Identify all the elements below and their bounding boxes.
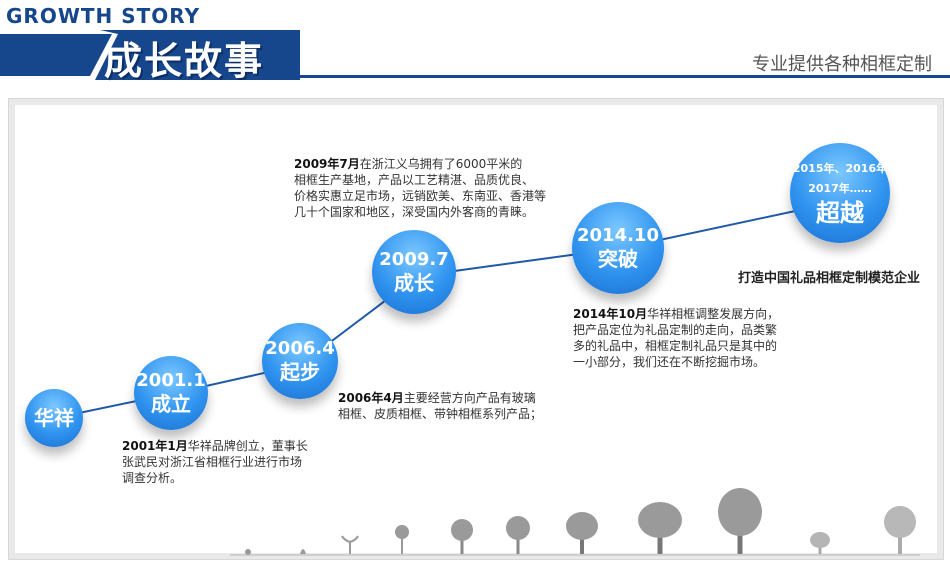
node-2006-year: 2006.4 [265, 338, 335, 359]
node-2015-years-line2: 2017年…… [808, 182, 872, 195]
note-2001-line1: 华祥品牌创立，董事长 [187, 439, 308, 453]
header-subtitle: 专业提供各种相框定制 [752, 54, 932, 75]
note-2001: 2001年1月华祥品牌创立，董事长 张武民对浙江省相框行业进行市场 调查分析。 [122, 438, 308, 486]
chinese-title: 成长故事 [104, 39, 265, 83]
node-2015-label: 超越 [816, 199, 864, 227]
note-2009-line3: 价格实惠立足市场，远销欧美、东南亚、香港等 [294, 189, 547, 203]
note-2001-date: 2001年1月 [122, 439, 188, 453]
note-2014-date: 2014年10月 [573, 307, 648, 321]
node-2015: 2015年、2016年 2017年…… 超越 [790, 143, 890, 243]
node-2009: 2009.7 成长 [372, 230, 456, 314]
note-2014: 2014年10月华祥相框调整发展方向， 把产品定位为礼品定制的走向，品类繁 多的… [573, 306, 779, 370]
note-2014-line1: 华祥相框调整发展方向， [647, 307, 780, 321]
node-2014-label: 突破 [598, 247, 638, 271]
note-2001-line2: 张武民对浙江省相框行业进行市场 [122, 455, 303, 469]
note-2014-line3: 多的礼品中，相框定制礼品只是其中的 [573, 339, 778, 353]
node-start: 华祥 [25, 389, 83, 447]
note-2009: 2009年7月在浙江义乌拥有了6000平米的 相框生产基地，产品以工艺精湛、品质… [294, 156, 546, 220]
tree-illustrations [245, 488, 916, 555]
note-2001-line3: 调查分析。 [122, 471, 183, 485]
note-2014-line4: 一小部分，我们还在不断挖掘市场。 [573, 355, 766, 369]
timeline-panel [8, 98, 944, 560]
node-2006: 2006.4 起步 [262, 323, 338, 399]
node-2001-label: 成立 [151, 392, 191, 416]
node-2014-year: 2014.10 [577, 225, 659, 246]
node-2009-year: 2009.7 [379, 249, 449, 270]
note-2009-date: 2009年7月 [294, 157, 360, 171]
note-2006-line2: 相框、皮质相框、带钟相框系列产品； [338, 407, 543, 421]
note-2014-line2: 把产品定位为礼品定制的走向，品类繁 [573, 323, 778, 337]
note-2006-line1: 主要经营方向产品有玻璃 [403, 391, 536, 405]
node-2014: 2014.10 突破 [572, 202, 664, 294]
note-2009-line4: 几十个国家和地区，深受国内外客商的青睐。 [294, 205, 535, 219]
node-start-label: 华祥 [34, 406, 74, 430]
node-2009-label: 成长 [394, 271, 434, 295]
node-2001: 2001.1 成立 [134, 356, 208, 430]
node-2006-label: 起步 [280, 360, 320, 384]
note-2006: 2006年4月主要经营方向产品有玻璃 相框、皮质相框、带钟相框系列产品； [338, 390, 542, 422]
note-2009-line1: 在浙江义乌拥有了6000平米的 [359, 157, 523, 171]
note-2009-line2: 相框生产基地，产品以工艺精湛、品质优良、 [294, 173, 535, 187]
node-2001-year: 2001.1 [136, 370, 206, 391]
node-2015-years-line1: 2015年、2016年 [792, 162, 888, 175]
note-2006-date: 2006年4月 [338, 391, 404, 405]
slogan: 打造中国礼品相框定制模范企业 [738, 271, 921, 286]
english-title: GROWTH STORY [6, 4, 201, 28]
header-band [0, 30, 950, 80]
